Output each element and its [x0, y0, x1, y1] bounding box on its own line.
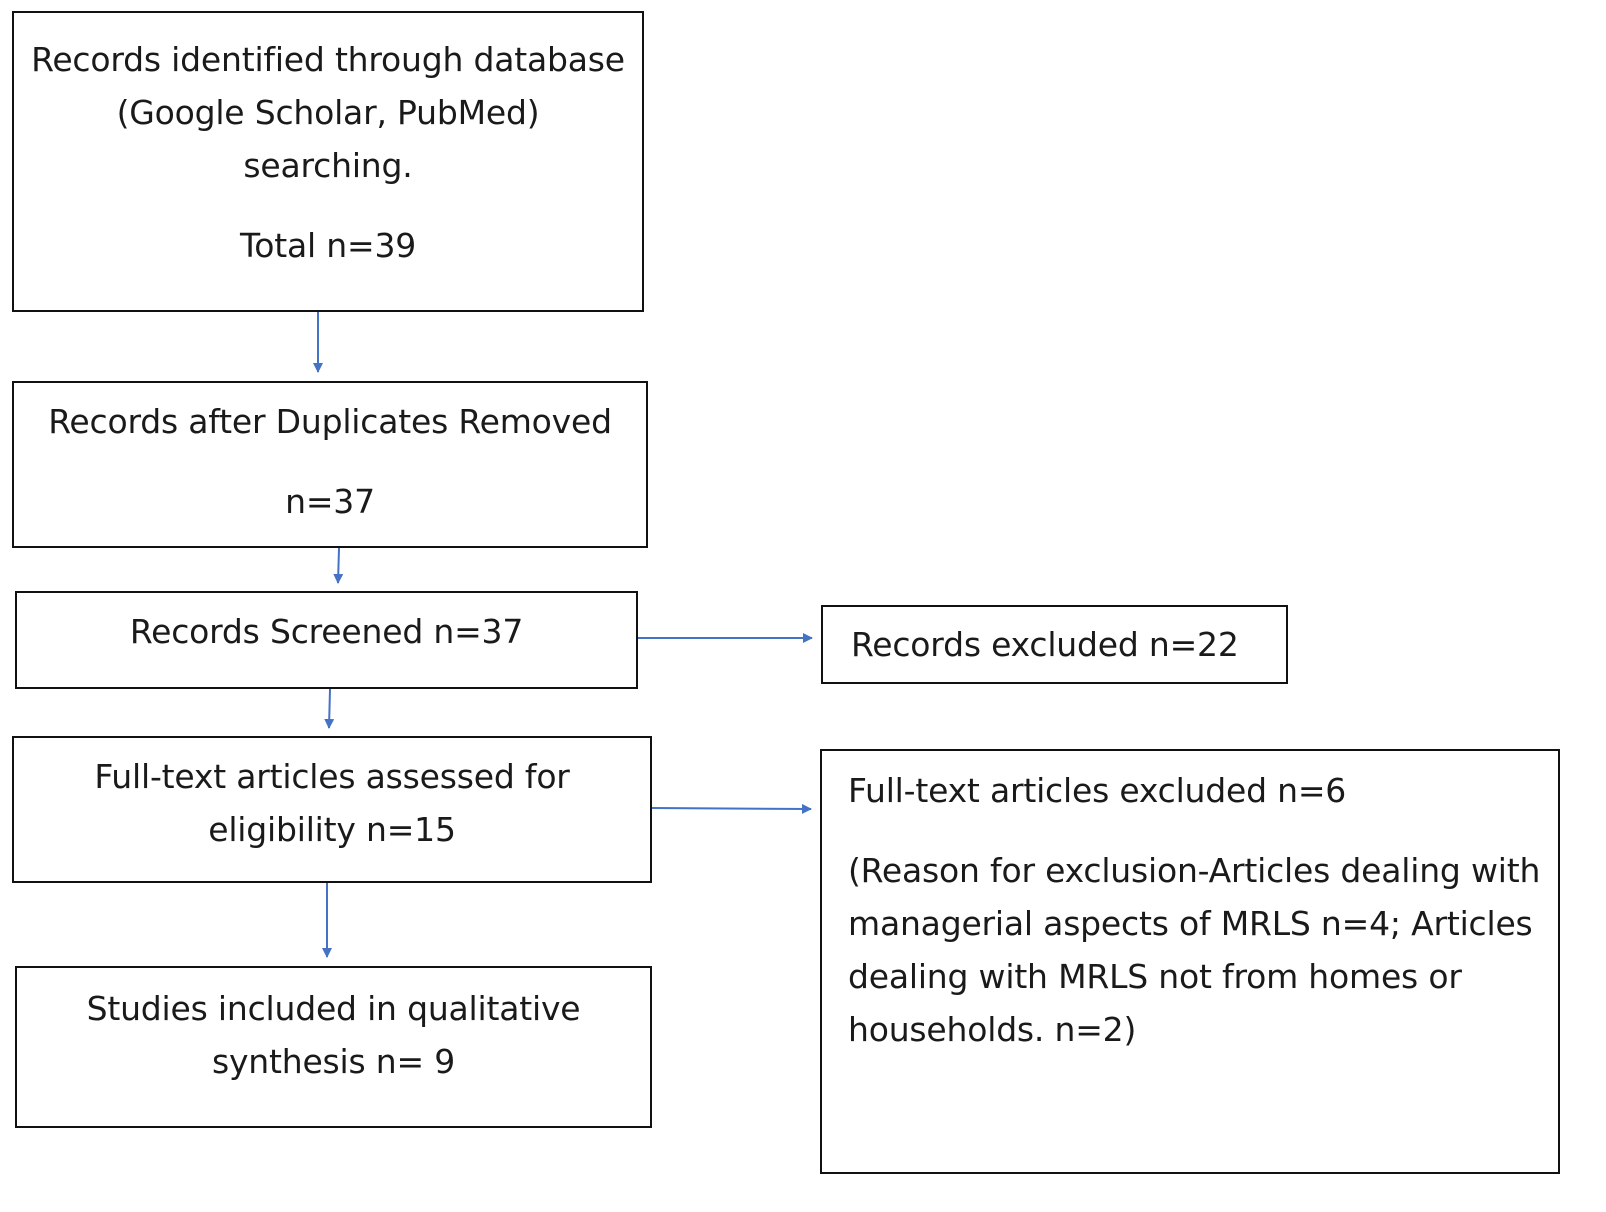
full-text-assessed-line-2: eligibility n=15: [208, 810, 456, 849]
duplicates-removed-count: n=37: [285, 482, 375, 521]
duplicates-removed-label: Records after Duplicates Removed: [48, 402, 612, 441]
full-text-assessed-line-1: Full-text articles assessed for: [94, 757, 570, 796]
identified-line-3: searching.: [243, 146, 413, 185]
full-text-excluded-title: Full-text articles excluded n=6: [848, 771, 1347, 810]
box-records-excluded: Records excluded n=22: [821, 605, 1288, 684]
studies-included-line-2: synthesis n= 9: [211, 1042, 456, 1081]
arrow-full-text-to-excluded: [651, 803, 812, 814]
exclusion-reason-line-2: managerial aspects of MRLS n=4; Articles: [848, 904, 1533, 943]
exclusion-reason-line-4: households. n=2): [848, 1010, 1137, 1049]
studies-included-line-1: Studies included in qualitative: [86, 989, 581, 1028]
box-full-text-assessed: Full-text articles assessed for eligibil…: [12, 736, 652, 883]
box-studies-included: Studies included in qualitative synthesi…: [15, 966, 652, 1128]
exclusion-reason-line-1: (Reason for exclusion-Articles dealing w…: [848, 851, 1541, 890]
exclusion-reason-line-3: dealing with MRLS not from homes or: [848, 957, 1462, 996]
records-screened-label: Records Screened n=37: [129, 612, 524, 651]
box-full-text-excluded: Full-text articles excluded n=6 (Reason …: [820, 749, 1560, 1174]
box-records-identified: Records identified through database (Goo…: [12, 11, 644, 312]
identified-total: Total n=39: [239, 226, 417, 265]
records-excluded-label: Records excluded n=22: [851, 625, 1239, 664]
identified-line-1: Records identified through database: [31, 40, 625, 79]
box-duplicates-removed: Records after Duplicates Removed n=37: [12, 381, 648, 548]
arrow-screened-to-full-text: [324, 688, 335, 729]
box-records-screened: Records Screened n=37: [15, 591, 638, 689]
identified-line-2: (Google Scholar, PubMed): [116, 93, 540, 132]
arrow-duplicates-to-screened: [333, 547, 344, 584]
